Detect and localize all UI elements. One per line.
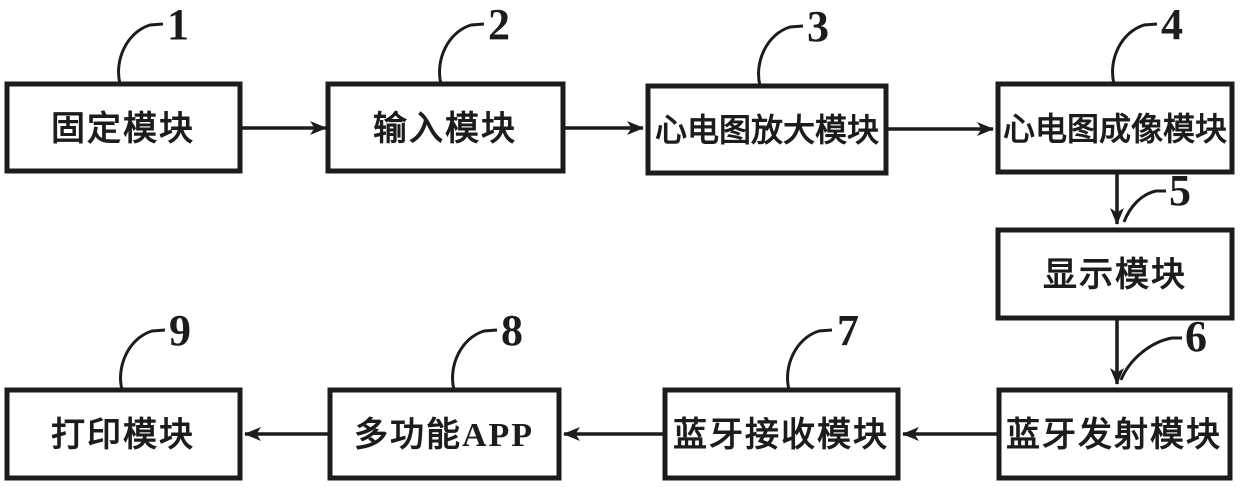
ref-leader-2 (438, 22, 485, 85)
module-box-7-rect (662, 387, 901, 481)
module-box-6-label: 蓝牙发射模块 (1006, 416, 1222, 454)
module-box-5-label: 显示模块 (1043, 256, 1187, 294)
module-box-8-rect (327, 387, 562, 481)
module-box-9-label: 打印模块 (51, 416, 195, 454)
module-box-1-label: 固定模块 (51, 110, 195, 148)
module-box-2: 输入模块 (325, 81, 566, 174)
ref-leader-6 (1119, 336, 1182, 381)
module-box-9-rect (4, 387, 243, 481)
module-box-9: 打印模块 (4, 387, 243, 481)
module-box-7-label: 蓝牙接收模块 (673, 416, 889, 454)
module-box-4-rect (995, 81, 1235, 175)
ref-number-3: 3 (807, 2, 829, 51)
module-box-7: 蓝牙接收模块 (662, 387, 901, 481)
module-box-3-rect (645, 83, 889, 176)
module-box-4-label: 心电图成像模块 (1003, 111, 1227, 147)
module-box-6-rect (996, 387, 1233, 481)
ref-leader-1 (117, 22, 164, 85)
ref-leader-4 (1111, 22, 1158, 85)
ref-number-4: 4 (1161, 0, 1183, 49)
ref-number-6: 6 (1185, 312, 1207, 361)
ref-leader-3 (757, 24, 804, 87)
ref-number-8: 8 (501, 306, 523, 355)
ref-leader-7 (786, 328, 833, 391)
ref-number-7: 7 (837, 306, 859, 355)
module-box-2-rect (325, 81, 566, 174)
module-box-5-rect (995, 227, 1235, 321)
module-box-2-label: 输入模块 (373, 110, 517, 148)
ref-number-2: 2 (488, 0, 510, 49)
ref-number-5: 5 (1169, 166, 1191, 215)
module-box-5: 显示模块 (995, 227, 1235, 321)
module-box-4: 心电图成像模块 (995, 81, 1235, 175)
module-box-1-rect (4, 81, 243, 174)
module-box-8-label: 多功能APP (354, 416, 534, 454)
module-box-8: 多功能APP (327, 387, 562, 481)
module-box-3-label: 心电图放大模块 (655, 112, 879, 148)
module-box-3: 心电图放大模块 (645, 83, 889, 176)
module-box-6: 蓝牙发射模块 (996, 387, 1233, 481)
ref-number-9: 9 (169, 306, 191, 355)
ref-leader-9 (119, 328, 166, 391)
ref-leader-8 (451, 328, 498, 391)
module-box-1: 固定模块 (4, 81, 243, 174)
ref-number-1: 1 (167, 0, 189, 49)
ref-leader-5 (1122, 189, 1166, 223)
